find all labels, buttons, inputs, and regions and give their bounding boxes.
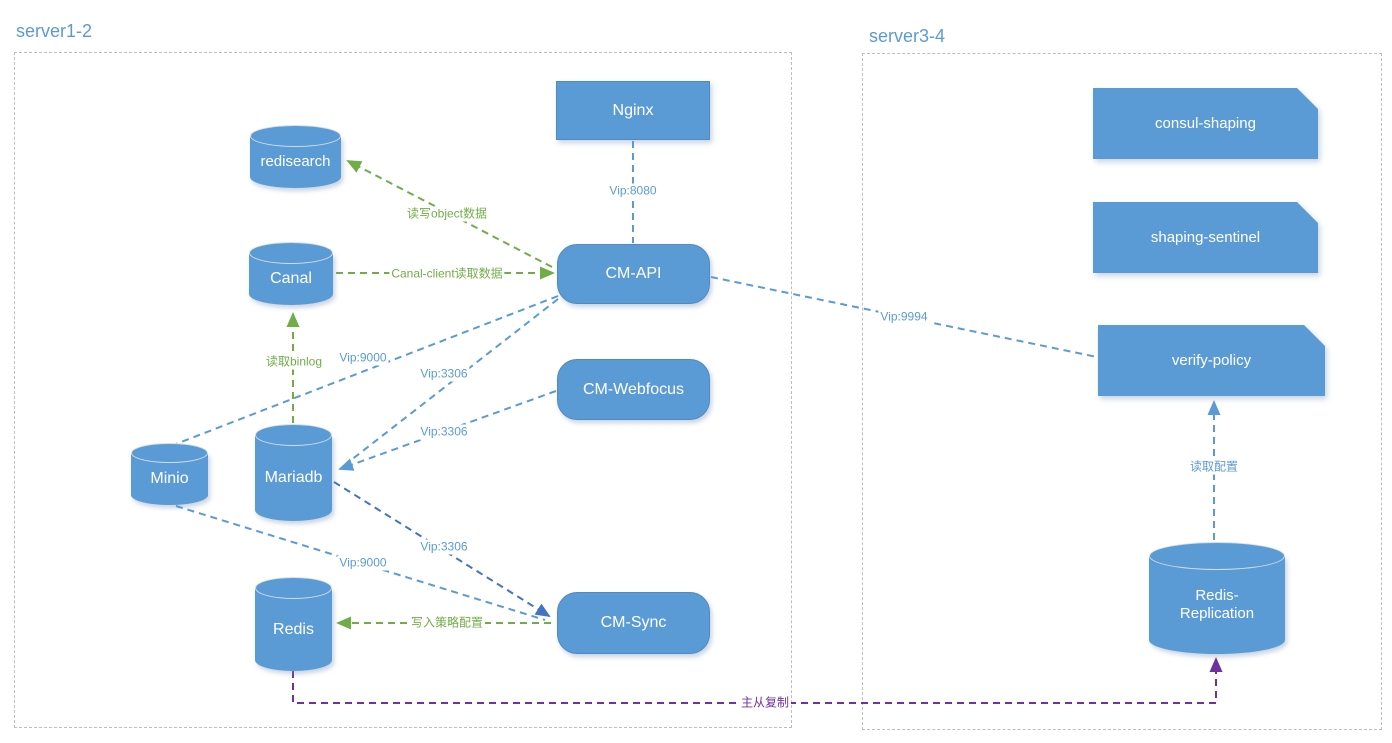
group-box-server3-4 [862,53,1382,730]
node-verify-policy[interactable]: verify-policy [1098,325,1325,396]
group-label-server3-4: server3-4 [869,26,946,46]
node-canal-label: Canal [270,270,312,288]
edge-label-read-config: 读取配置 [1187,459,1241,475]
edge-label-vip9994: Vip:9994 [878,309,930,325]
node-redis[interactable]: Redis [255,577,332,671]
node-shaping-sentinel-label: shaping-sentinel [1150,229,1261,246]
cylinder-top [131,443,208,463]
node-redis-replication[interactable]: Redis-Replication [1149,542,1285,654]
card-shape: shaping-sentinel [1093,202,1318,273]
cylinder-body [1149,556,1285,654]
card-shape: consul-shaping [1093,88,1318,159]
edge-label-write-policy: 写入策略配置 [408,615,486,631]
group-label-server1-2: server1-2 [16,21,93,41]
edge-label-vip3306-b: Vip:3306 [418,424,470,440]
node-shaping-sentinel[interactable]: shaping-sentinel [1093,202,1318,273]
cylinder-body [255,588,332,671]
node-verify-policy-label: verify-policy [1171,352,1252,369]
edge-label-vip9000-a: Vip:9000 [337,350,389,366]
node-redisearch-label: redisearch [260,153,331,170]
cylinder-body [255,435,332,521]
cylinder-top [249,242,333,264]
card-shape: verify-policy [1098,325,1325,396]
node-nginx[interactable]: Nginx [556,81,710,140]
node-cm-api[interactable]: CM-API [557,244,710,304]
node-consul-shaping[interactable]: consul-shaping [1093,88,1318,159]
node-cm-sync-label: CM-Sync [600,614,667,631]
node-cm-api-label: CM-API [605,265,662,282]
node-redis-replication-label: Redis-Replication [1179,587,1255,622]
cylinder-top [250,125,341,147]
cylinder-top [1149,542,1285,570]
node-consul-shaping-label: consul-shaping [1155,115,1256,132]
node-canal[interactable]: Canal [249,242,333,305]
node-cm-sync[interactable]: CM-Sync [557,592,710,654]
edge-label-rw-object: 读写object数据 [404,206,490,222]
node-minio-label: Minio [150,470,189,488]
node-redis-label: Redis [273,620,314,638]
edge-label-vip3306-c: Vip:3306 [418,539,470,555]
node-redisearch[interactable]: redisearch [250,125,341,188]
node-cm-webfocus[interactable]: CM-Webfocus [557,359,710,420]
edge-label-master-slave: 主从复制 [738,695,792,711]
group-box-server1-2 [14,52,792,728]
cylinder-top [255,577,332,599]
node-mariadb-label: Mariadb [264,469,323,487]
node-minio[interactable]: Minio [131,443,208,505]
cylinder-top [255,424,332,446]
node-cm-webfocus-label: CM-Webfocus [582,380,685,398]
edge-cmapi-minio [175,295,559,445]
edge-label-read-binlog: 读取binlog [263,354,325,370]
node-nginx-label: Nginx [612,101,654,119]
edge-label-vip9000-b: Vip:9000 [337,555,389,571]
edge-label-canal-client: Canal-client读取数据 [389,266,505,282]
edge-label-vip3306-a: Vip:3306 [418,366,470,382]
edge-cmapi-mariadb [345,298,559,465]
edge-label-vip8080: Vip:8080 [607,183,659,199]
node-mariadb[interactable]: Mariadb [255,424,332,521]
